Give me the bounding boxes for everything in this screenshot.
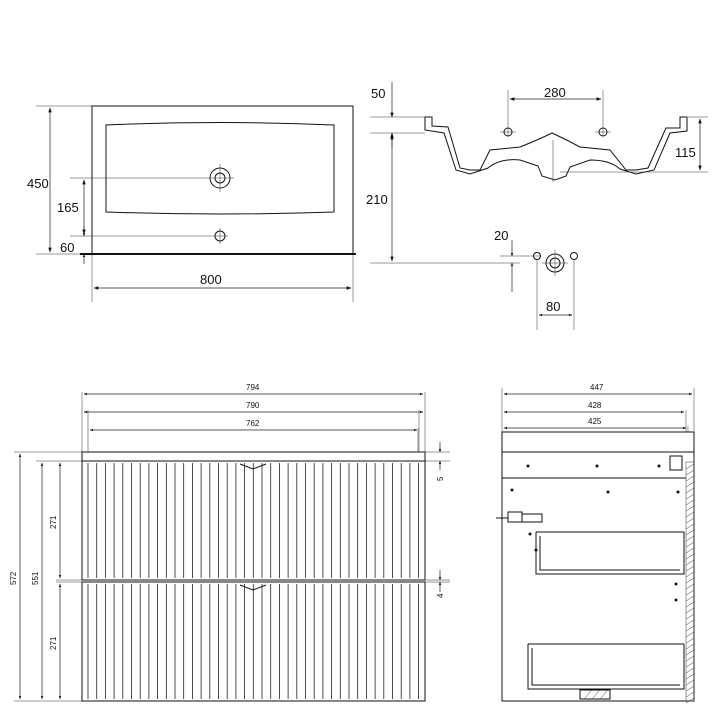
cabinet-front-view: 794 790 762 572 551 271 271 5 4 (9, 383, 450, 702)
fixing-hole-right-icon (570, 252, 578, 260)
dim-basin-width: 800 (200, 272, 222, 287)
hatch-line (685, 673, 695, 680)
dim-drain-offset: 165 (57, 200, 79, 215)
hatch-line (685, 511, 695, 518)
dim-cabinet-outer-width: 794 (246, 383, 260, 392)
upper-drawer-box (535, 532, 685, 575)
hatch-line (685, 691, 695, 698)
dim-overflow: 115 (675, 145, 696, 160)
hatch-line (685, 613, 695, 620)
hatch-line (685, 571, 695, 578)
hatch-line (685, 481, 695, 488)
drawer-top-slats (87, 463, 420, 578)
top-fitting-icon (669, 455, 683, 471)
dim-side-inner-depth: 425 (588, 417, 602, 426)
hatch-line (685, 631, 695, 638)
hatch-line (685, 565, 695, 572)
basin-section-view: 50 280 115 210 (366, 82, 708, 264)
hatch-line (685, 685, 695, 692)
hatch-line (685, 697, 695, 704)
drawer-front-bottom (81, 581, 426, 702)
hatch-line (685, 637, 695, 644)
hatch-line (685, 547, 695, 554)
hatch-line (685, 469, 695, 476)
hatch-line (685, 553, 695, 560)
dim-fixing-offset: 20 (494, 228, 508, 243)
hatch-line (685, 661, 695, 668)
plinth-block (579, 689, 611, 700)
hatch-line (685, 559, 695, 566)
hatch-line (685, 475, 695, 482)
hatch-line (685, 583, 695, 590)
side-body (501, 451, 695, 702)
side-top-board (501, 431, 695, 453)
dim-tap-spacing: 280 (544, 85, 566, 100)
hatch-line (685, 601, 695, 608)
dim-tap-hole-offset: 60 (60, 240, 74, 255)
fixing-detail: 20 80 (494, 228, 578, 330)
cabinet-side-section: 447 428 425 (496, 383, 695, 704)
dim-cabinet-inner-width: 762 (246, 419, 260, 428)
hatch-line (685, 625, 695, 632)
dim-drawer-bottom-height: 271 (49, 636, 58, 650)
dim-cabinet-body-width: 790 (246, 401, 260, 410)
hatch-line (685, 649, 695, 656)
hatch-line (685, 493, 695, 500)
dim-rim-height: 50 (371, 86, 385, 101)
dim-fixing-spacing: 80 (546, 299, 560, 314)
hatch-line (685, 517, 695, 524)
hatch-line (685, 499, 695, 506)
wall-bracket-icon (507, 511, 523, 523)
side-drawer-front-section (685, 461, 695, 702)
dim-basin-depth: 450 (27, 176, 49, 191)
lower-drawer-box (527, 644, 685, 690)
hatch-line (685, 505, 695, 512)
basin-plan-view: 450 165 60 800 (27, 105, 356, 302)
hatch-line (685, 667, 695, 674)
hatch-line (685, 655, 695, 662)
basin-bowl (105, 122, 335, 215)
hatch-line (685, 529, 695, 536)
hatch-line (685, 487, 695, 494)
basin-profile (424, 116, 688, 181)
hatch-line (685, 607, 695, 614)
dim-cabinet-body-height: 551 (31, 571, 40, 585)
hatch-line (685, 643, 695, 650)
hatch-line (685, 523, 695, 530)
hatch-line (685, 541, 695, 548)
dim-cabinet-total-height: 572 (9, 571, 18, 585)
dim-side-outer-depth: 447 (590, 383, 604, 392)
hatch-line (685, 577, 695, 584)
drawer-bottom-handle (239, 584, 267, 591)
hatch-line (685, 619, 695, 626)
drawer-bottom-slats (87, 584, 420, 699)
hatch-line (685, 595, 695, 602)
drawer-front-top (81, 460, 426, 581)
dim-drawer-top-height: 271 (49, 515, 58, 529)
hatch-line (685, 679, 695, 686)
hatch-line (685, 535, 695, 542)
dim-mid-gap: 4 (436, 593, 445, 598)
cabinet-top-board (81, 451, 426, 462)
side-hatching (685, 463, 695, 704)
hatch-line (685, 463, 695, 470)
dim-mount-height: 210 (366, 192, 388, 207)
dim-top-gap: 5 (436, 476, 445, 481)
hatch-line (685, 589, 695, 596)
dim-side-body-depth: 428 (588, 401, 602, 410)
drawer-top-handle (239, 463, 267, 470)
